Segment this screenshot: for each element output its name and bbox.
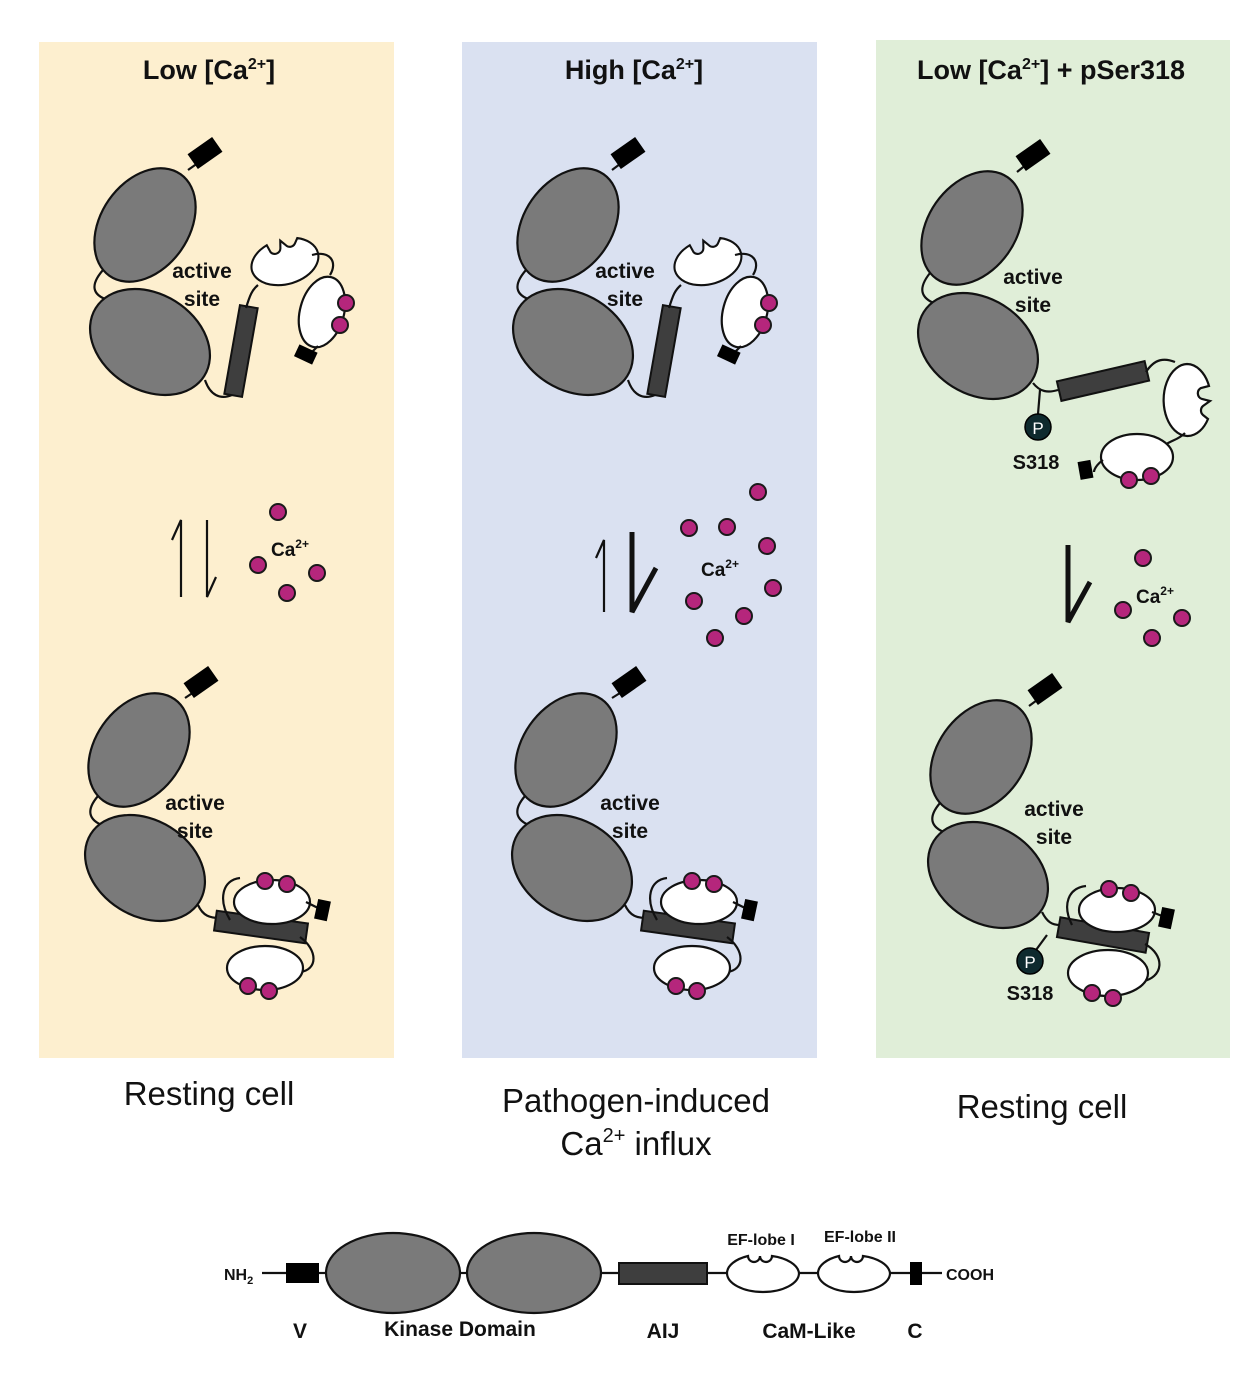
p3-calcium-ions: Ca2+ (1114, 549, 1191, 647)
ef-lobe-1-map (725, 1254, 801, 1294)
s318-label: S318 (1013, 452, 1060, 474)
svg-text:active: active (595, 260, 655, 283)
panel-1-title: Low [Ca2+] (143, 55, 275, 85)
v-domain (286, 1263, 319, 1283)
svg-text:COOH: COOH (946, 1267, 994, 1284)
svg-text:active: active (165, 792, 225, 815)
svg-text:Ca2+: Ca2+ (1136, 584, 1174, 608)
p1-top-kinase-state: active site (88, 137, 355, 399)
panel-3-background (876, 40, 1230, 1058)
svg-text:site: site (1015, 294, 1051, 317)
p2-bottom-kinase-state: active site (510, 666, 758, 1000)
svg-text:Ca2+: Ca2+ (701, 557, 739, 581)
c-domain (910, 1262, 922, 1285)
p3-bottom-kinase-state: P S318 active site (926, 673, 1175, 1007)
phospho-ser318-marker (1024, 413, 1052, 441)
p1-equilibrium-arrows (170, 519, 218, 598)
p3-top-kinase-state: P S318 active site (916, 139, 1212, 489)
svg-text:site: site (177, 820, 213, 843)
svg-text:P: P (1024, 953, 1035, 972)
domain-map: NH2 COOH EF-lobe I EF-lobe II V Kinase D… (224, 1229, 994, 1343)
panel-high-calcium: High [Ca2+] active site (462, 42, 817, 1058)
kinase-n-lobe (93, 167, 197, 283)
v-domain-block (187, 137, 223, 169)
label-aij: AIJ (647, 1320, 680, 1343)
svg-text:active: active (1024, 798, 1084, 821)
label-v: V (293, 1320, 307, 1343)
svg-text:site: site (1036, 826, 1072, 849)
svg-text:active: active (1003, 266, 1063, 289)
svg-text:EF-lobe II: EF-lobe II (824, 1229, 896, 1246)
caption-panel-3: Resting cell (957, 1088, 1128, 1125)
svg-text:NH2: NH2 (224, 1267, 253, 1287)
svg-text:site: site (612, 820, 648, 843)
label-c: C (907, 1320, 922, 1343)
svg-text:EF-lobe I: EF-lobe I (727, 1232, 795, 1249)
p2-equilibrium-arrows (594, 532, 659, 614)
kinase-n-lobe-map (324, 1231, 462, 1315)
p1-calcium-ions: Ca2+ (249, 503, 326, 602)
svg-text:site: site (184, 288, 220, 311)
panel-low-calcium: Low [Ca2+] active site (39, 42, 394, 1058)
panel-3-title: Low [Ca2+] + pSer318 (917, 55, 1185, 85)
panel-1-background (39, 42, 394, 1058)
label-kinase-domain: Kinase Domain (384, 1318, 536, 1341)
label-cam-like: CaM-Like (762, 1320, 855, 1343)
caption-panel-2-line2: Ca2+ influx (560, 1125, 712, 1162)
svg-text:S318: S318 (1007, 983, 1054, 1005)
p2-top-kinase-state: active site (511, 137, 778, 399)
svg-text:site: site (607, 288, 643, 311)
aij-bar (223, 303, 259, 399)
panel-phospho-ser318: Low [Ca2+] + pSer318 P S318 active site (876, 40, 1230, 1058)
p3-forward-arrow (1065, 545, 1093, 624)
svg-text:active: active (600, 792, 660, 815)
kinase-c-lobe-map (465, 1231, 603, 1315)
ef-lobe-2-map (816, 1254, 892, 1294)
caption-panel-1: Resting cell (124, 1075, 295, 1112)
active-site-label: active (172, 260, 232, 283)
p2-calcium-ions: Ca2+ (680, 483, 782, 647)
caption-panel-2-line1: Pathogen-induced (502, 1082, 770, 1119)
kinase-c-lobe (88, 287, 212, 397)
p1-bottom-kinase-state: active site (83, 666, 331, 1000)
aij-map (618, 1262, 708, 1285)
calcium-label: Ca2+ (271, 537, 309, 561)
panel-2-background (462, 42, 817, 1058)
panel-2-title: High [Ca2+] (565, 55, 703, 85)
c-domain-block (293, 344, 318, 365)
svg-text:P: P (1032, 419, 1043, 438)
